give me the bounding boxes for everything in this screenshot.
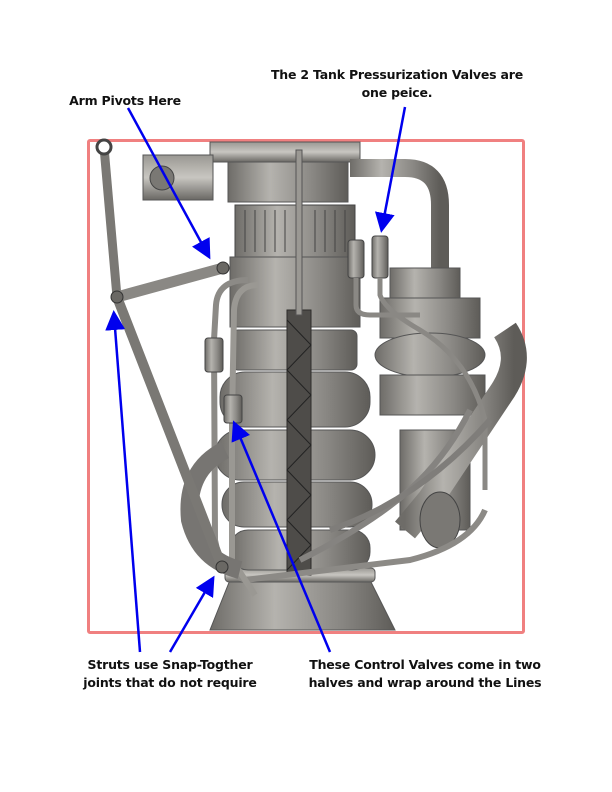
control-valves-label-line1: These Control Valves come in two: [309, 657, 541, 672]
pressurization-valves: [347, 235, 488, 490]
arm-pivot-joint: [110, 290, 124, 304]
arrow-pressurization-valves: [374, 106, 407, 233]
engine-render-frame: [87, 139, 525, 634]
control-valves-label: These Control Valves come in two halves …: [300, 656, 550, 692]
engine-core: [209, 141, 376, 576]
pressurization-valves-label-line2: one peice.: [361, 85, 433, 100]
struts-label: Struts use Snap-Togther joints that do n…: [70, 656, 270, 692]
arm-top-eyelet: [95, 138, 113, 156]
control-valve-upper: [204, 337, 224, 373]
arrow-strut-upper: [105, 310, 142, 653]
strut-lower-joint: [215, 560, 229, 574]
struts-label-line2: joints that do not require: [83, 675, 257, 690]
arm-pivots-label: Arm Pivots Here: [60, 92, 190, 110]
pressurization-valves-label: The 2 Tank Pressurization Valves are one…: [262, 66, 532, 102]
control-valve-lower: [223, 394, 243, 424]
annotation-arrows: [105, 106, 407, 653]
pressurization-valves-label-line1: The 2 Tank Pressurization Valves are: [270, 67, 524, 82]
turbopump: [330, 159, 527, 549]
struts-label-line1: Struts use Snap-Togther: [87, 657, 253, 672]
arrow-strut-lower: [168, 575, 215, 653]
arrow-control-valves: [231, 420, 332, 653]
arm-pivots-label-text: Arm Pivots Here: [69, 93, 181, 108]
arrow-arm-pivot: [126, 107, 211, 260]
control-valves-label-line2: halves and wrap around the Lines: [308, 675, 542, 690]
arm-body-pivot: [216, 261, 230, 275]
gimbal-arm: [95, 138, 230, 574]
